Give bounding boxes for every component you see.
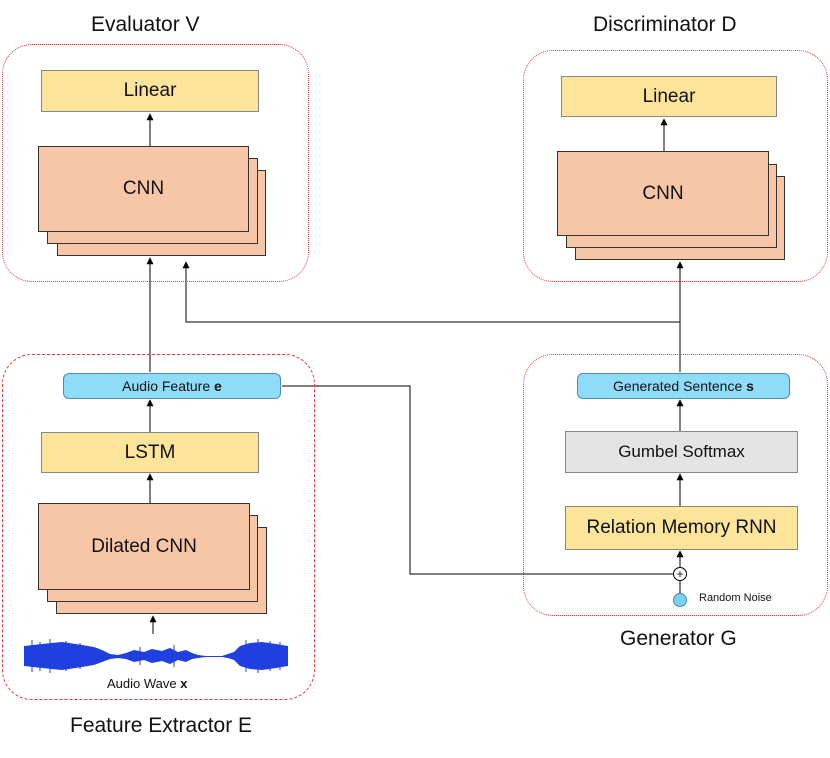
lstm-box: LSTM: [41, 432, 259, 473]
relation-memory-rnn-box: Relation Memory RNN: [565, 506, 798, 550]
generated-sentence-symbol: s: [746, 378, 754, 394]
discriminator-linear-box: Linear: [561, 76, 777, 117]
dilated-cnn-box: Dilated CNN: [38, 503, 250, 590]
random-noise-dot: [673, 593, 687, 607]
generated-sentence-node: Generated Sentence s: [577, 373, 790, 399]
audio-wave-label: Audio Wave: [107, 676, 181, 691]
audio-wave-graphic: [24, 639, 288, 673]
generator-title: Generator G: [620, 627, 737, 650]
discriminator-group: [523, 50, 828, 282]
audio-feature-node: Audio Feature e: [63, 373, 281, 399]
gumbel-softmax-box: Gumbel Softmax: [565, 431, 798, 473]
generator-group: [523, 354, 828, 616]
sum-node: [673, 567, 687, 581]
evaluator-cnn-box: CNN: [38, 146, 249, 232]
discriminator-title: Discriminator D: [593, 13, 737, 36]
audio-wave-symbol: x: [180, 676, 188, 691]
feature-extractor-title: Feature Extractor E: [70, 714, 253, 737]
discriminator-cnn-box: CNN: [557, 151, 769, 236]
audio-feature-symbol: e: [214, 378, 222, 394]
sum-node-symbol: +: [676, 567, 684, 581]
evaluator-linear-box: Linear: [41, 70, 259, 112]
feature-extractor-group: [2, 354, 315, 700]
audio-wave-caption: Audio Wave x: [107, 676, 187, 691]
evaluator-group: [2, 44, 309, 282]
evaluator-title: Evaluator V: [91, 13, 200, 36]
generated-sentence-label: Generated Sentence: [613, 378, 747, 394]
audio-feature-label: Audio Feature: [122, 378, 215, 394]
random-noise-label: Random Noise: [699, 592, 772, 604]
